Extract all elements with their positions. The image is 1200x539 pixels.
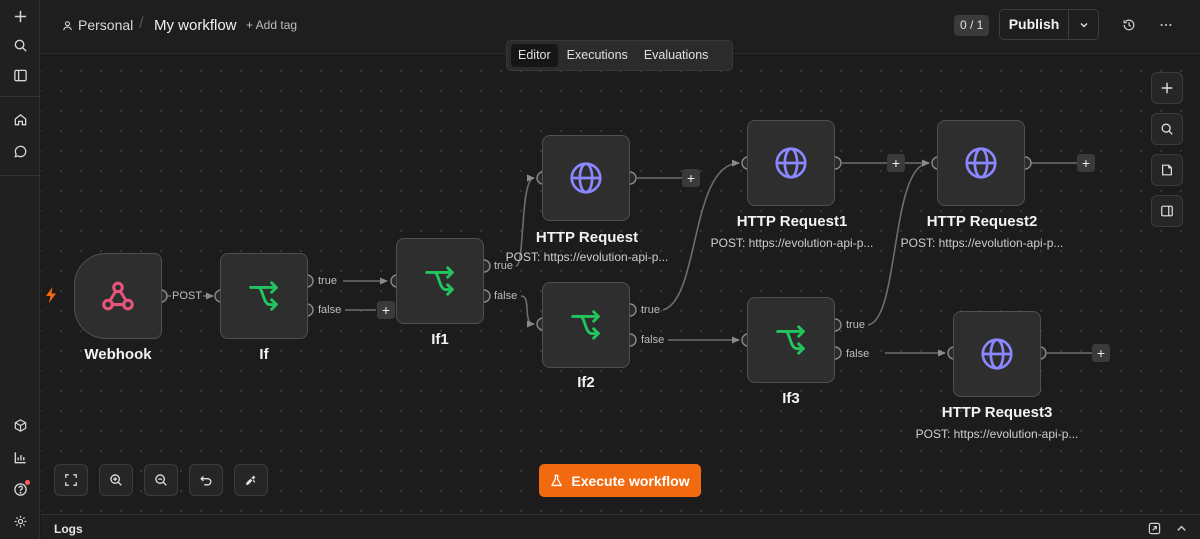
http-request1-node-subtitle: POST: https://evolution-api-p... bbox=[710, 236, 874, 250]
user-icon bbox=[63, 20, 72, 30]
add-node-button[interactable]: + bbox=[1092, 344, 1110, 362]
zoom-in-icon bbox=[110, 474, 122, 486]
http-request3-node-subtitle: POST: https://evolution-api-p... bbox=[915, 427, 1079, 441]
webhook-node-title: Webhook bbox=[84, 346, 152, 363]
project-name: Personal bbox=[78, 17, 134, 33]
left-rail bbox=[0, 0, 40, 539]
if1-node[interactable] bbox=[396, 238, 484, 324]
settings-icon[interactable] bbox=[8, 509, 32, 533]
search-icon[interactable] bbox=[8, 33, 32, 57]
if1-true-label: true bbox=[494, 260, 513, 272]
add-sticky-note-button[interactable] bbox=[1151, 154, 1183, 186]
workflow-name[interactable]: My workflow bbox=[154, 17, 237, 34]
if-false-label: false bbox=[318, 304, 342, 316]
if2-node-title: If2 bbox=[577, 374, 595, 391]
if-branch-icon bbox=[249, 281, 278, 311]
if-node[interactable] bbox=[220, 253, 308, 339]
add-node-tool-button[interactable] bbox=[1151, 72, 1183, 104]
panel-icon[interactable] bbox=[8, 63, 32, 87]
if-true-label: true bbox=[318, 275, 337, 287]
publish-button[interactable]: Publish bbox=[1000, 10, 1069, 39]
zoom-out-button[interactable] bbox=[144, 464, 178, 496]
plus-icon bbox=[1161, 82, 1173, 94]
add-tag-button[interactable]: + Add tag bbox=[246, 18, 298, 32]
http-request3-node-title: HTTP Request3 bbox=[941, 404, 1053, 421]
notification-dot bbox=[25, 480, 30, 485]
http-request-node[interactable] bbox=[542, 135, 630, 221]
globe-icon bbox=[965, 147, 997, 179]
execute-workflow-label: Execute workflow bbox=[571, 472, 690, 489]
http-request-node-title: HTTP Request bbox=[535, 229, 639, 246]
trigger-bolt-icon bbox=[46, 287, 56, 303]
side-panel-icon bbox=[1161, 205, 1173, 217]
publish-button-group: Publish bbox=[999, 9, 1099, 40]
chat-icon[interactable] bbox=[8, 139, 32, 163]
add-node-button[interactable]: + bbox=[377, 301, 395, 319]
globe-icon bbox=[570, 162, 602, 194]
flask-icon bbox=[551, 474, 563, 487]
http-request2-node[interactable] bbox=[937, 120, 1025, 206]
insights-icon[interactable] bbox=[8, 445, 32, 469]
http-request3-node[interactable] bbox=[953, 311, 1041, 397]
webhook-node[interactable] bbox=[74, 253, 162, 339]
http-request-node-subtitle: POST: https://evolution-api-p... bbox=[505, 250, 669, 264]
http-request2-node-title: HTTP Request2 bbox=[926, 213, 1038, 230]
webhook-icon bbox=[102, 281, 134, 311]
chevron-up-icon[interactable] bbox=[1174, 521, 1188, 535]
templates-icon[interactable] bbox=[8, 413, 32, 437]
tab-evaluations[interactable]: Evaluations bbox=[643, 48, 709, 62]
if3-true-label: true bbox=[846, 319, 865, 331]
execute-workflow-button[interactable]: Execute workflow bbox=[539, 464, 701, 497]
fit-view-button[interactable] bbox=[54, 464, 88, 496]
http-request2-node-subtitle: POST: https://evolution-api-p... bbox=[900, 236, 1064, 250]
if-branch-icon bbox=[425, 266, 454, 296]
chevron-down-icon bbox=[1080, 22, 1087, 27]
if2-false-label: false bbox=[641, 334, 665, 346]
home-icon[interactable] bbox=[8, 107, 32, 131]
tidy-up-icon bbox=[245, 474, 256, 486]
http-request1-node[interactable] bbox=[747, 120, 835, 206]
undo-icon bbox=[200, 476, 212, 486]
view-tabs: Editor Executions Evaluations bbox=[506, 40, 733, 71]
zoom-out-icon bbox=[155, 474, 167, 486]
logs-label: Logs bbox=[54, 522, 83, 536]
fit-view-icon bbox=[65, 474, 77, 486]
if2-node[interactable] bbox=[542, 282, 630, 368]
breadcrumb-project[interactable]: Personal bbox=[62, 17, 133, 33]
if3-false-label: false bbox=[846, 348, 870, 360]
if-branch-icon bbox=[571, 310, 600, 340]
if3-node-title: If3 bbox=[782, 390, 800, 407]
http-request1-node-title: HTTP Request1 bbox=[736, 213, 848, 230]
search-nodes-button[interactable] bbox=[1151, 113, 1183, 145]
if-node-title: If bbox=[259, 346, 269, 363]
add-node-button[interactable]: + bbox=[682, 169, 700, 187]
undo-button[interactable] bbox=[189, 464, 223, 496]
if1-false-label: false bbox=[494, 290, 518, 302]
globe-icon bbox=[981, 338, 1013, 370]
history-icon[interactable] bbox=[1121, 17, 1137, 33]
publish-dropdown-toggle[interactable] bbox=[1069, 10, 1098, 39]
plus-icon[interactable] bbox=[8, 4, 32, 28]
webhook-port-label: POST bbox=[172, 290, 202, 302]
popout-logs-icon[interactable] bbox=[1147, 521, 1161, 535]
sticky-note-icon bbox=[1162, 164, 1172, 176]
breadcrumb-separator: / bbox=[139, 15, 144, 32]
more-options-icon[interactable] bbox=[1158, 17, 1174, 33]
search-icon bbox=[1161, 123, 1173, 135]
help-icon[interactable] bbox=[8, 477, 32, 501]
if2-true-label: true bbox=[641, 304, 660, 316]
globe-icon bbox=[775, 147, 807, 179]
tidy-up-button[interactable] bbox=[234, 464, 268, 496]
version-counter: 0 / 1 bbox=[954, 15, 990, 36]
add-node-button[interactable]: + bbox=[1077, 154, 1095, 172]
if-branch-icon bbox=[776, 325, 805, 355]
add-node-button[interactable]: + bbox=[887, 154, 905, 172]
tab-editor[interactable]: Editor bbox=[511, 44, 558, 67]
if1-node-title: If1 bbox=[431, 331, 449, 348]
zoom-in-button[interactable] bbox=[99, 464, 133, 496]
toggle-side-panel-button[interactable] bbox=[1151, 195, 1183, 227]
tab-executions[interactable]: Executions bbox=[566, 48, 628, 62]
logs-bar[interactable]: Logs bbox=[41, 514, 1200, 539]
if3-node[interactable] bbox=[747, 297, 835, 383]
